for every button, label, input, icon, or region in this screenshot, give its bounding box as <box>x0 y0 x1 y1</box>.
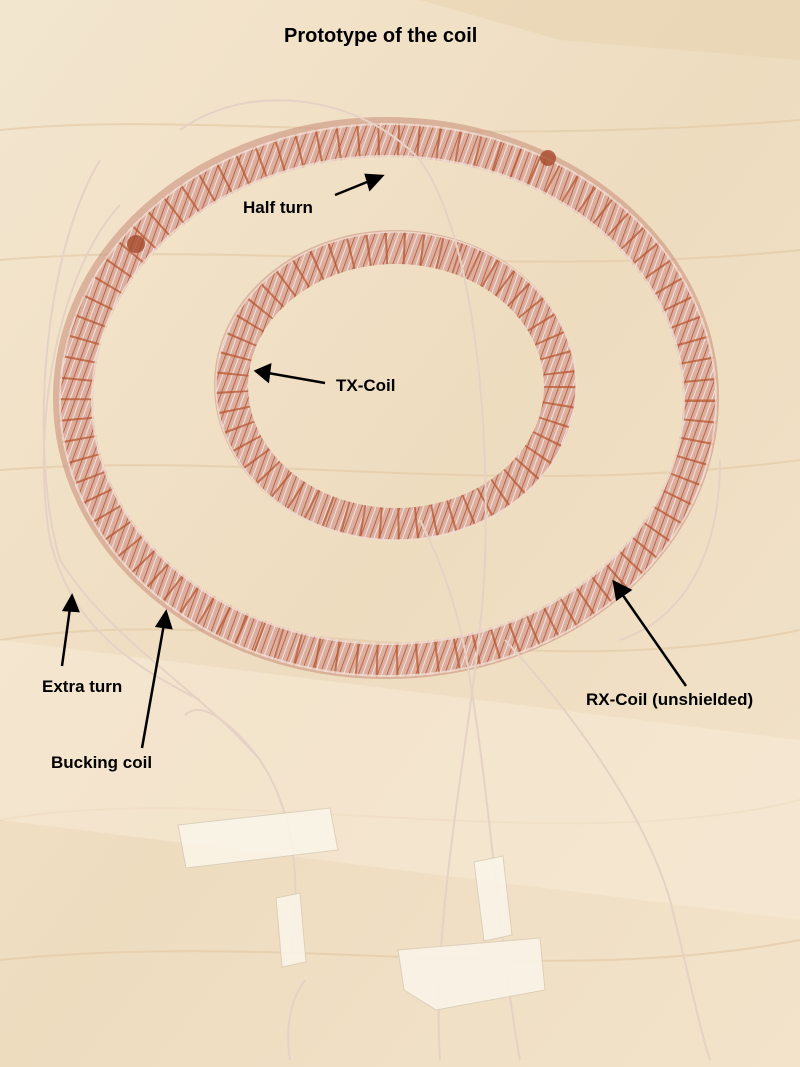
tx-coil <box>214 230 577 541</box>
label-bucking-coil: Bucking coil <box>51 753 153 772</box>
arrow-half-turn <box>334 173 385 197</box>
label-extra-turn: Extra turn <box>42 677 123 696</box>
page-title: Prototype of the coil <box>284 25 478 47</box>
arrow-rx-coil <box>612 579 688 687</box>
tape <box>177 807 546 1011</box>
arrow-tx-coil <box>253 362 326 385</box>
wood-dark-band <box>420 0 800 60</box>
loose-wires <box>42 99 721 1061</box>
arrow-extra-turn <box>60 593 80 667</box>
label-rx-coil: RX-Coil (unshielded) <box>586 690 754 709</box>
arrows <box>60 173 688 749</box>
label-half-turn: Half turn <box>243 198 313 217</box>
arrow-bucking-coil <box>140 609 173 749</box>
label-tx-coil: TX-Coil <box>336 376 396 395</box>
